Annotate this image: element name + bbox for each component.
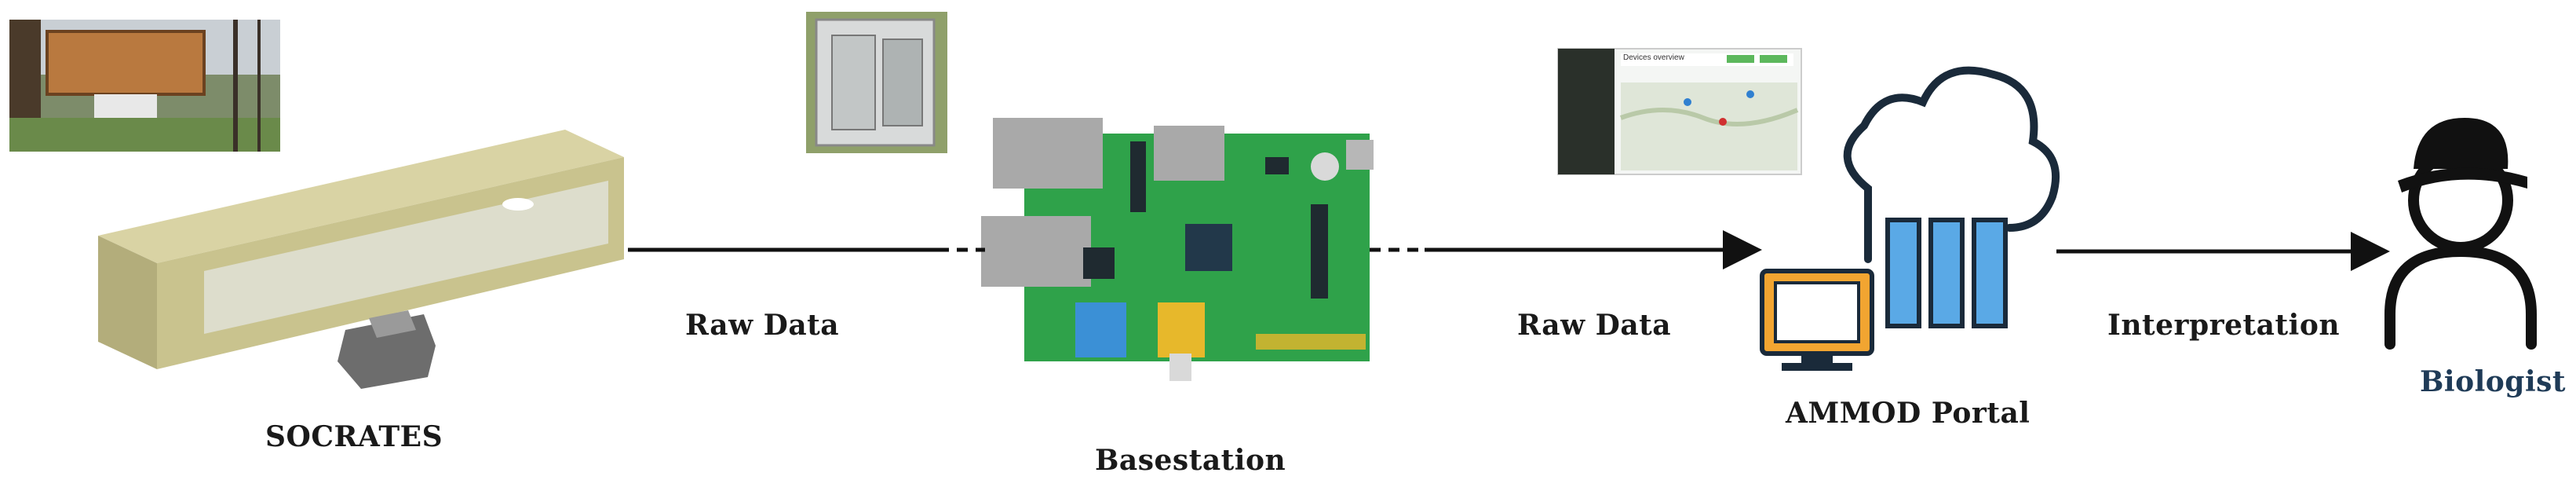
basestation-photo [806, 12, 947, 153]
node-label-socrates: SOCRATES [265, 420, 443, 453]
cloud-server-icon [1843, 66, 2060, 328]
raspberry-pi-board [981, 118, 1374, 381]
socrates-photo [9, 20, 280, 152]
node-label-ammod-portal: AMMOD Portal [1786, 397, 2031, 430]
edge-label-interpretation: Interpretation [2107, 309, 2341, 342]
portal-screenshot [1557, 48, 1802, 175]
portal-screenshot-title: Devices overview [1623, 53, 1684, 62]
edge-label-raw-data-1: Raw Data [685, 309, 840, 342]
biologist-person-icon [2384, 118, 2537, 350]
monitor-icon [1760, 269, 1874, 371]
edge-label-raw-data-2: Raw Data [1517, 309, 1672, 342]
node-label-biologist: Biologist [2420, 365, 2567, 398]
node-label-basestation: Basestation [1095, 444, 1286, 477]
socrates-device [98, 130, 624, 389]
